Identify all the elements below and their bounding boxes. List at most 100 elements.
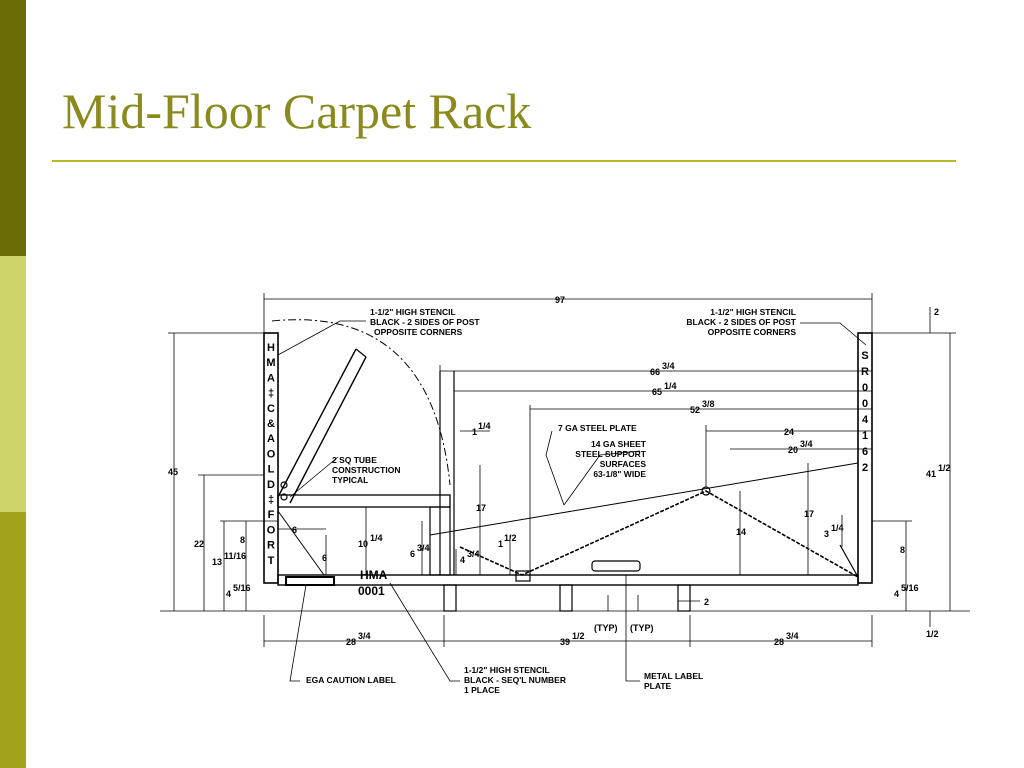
- dim-17a: 17: [476, 503, 486, 513]
- sheet-line4: 63-1/8" WIDE: [593, 469, 646, 479]
- leg-3: [677, 584, 691, 612]
- truss-foot: [515, 570, 531, 582]
- post-letter: R: [861, 366, 869, 378]
- dim-52: 52: [690, 405, 700, 415]
- dim-4q-frac: 3/4: [467, 549, 480, 559]
- leg-1: [443, 584, 457, 612]
- sheet-line3: SURFACES: [600, 459, 647, 469]
- side-bar-bottom: [0, 512, 26, 768]
- dim-3q: 3: [824, 529, 829, 539]
- dim-small-a: (TYP): [594, 623, 618, 633]
- post-letter: A: [267, 433, 275, 445]
- post-letter: H: [267, 342, 275, 354]
- dim-4r-frac: 5/16: [901, 583, 919, 593]
- ega-plate: [285, 576, 335, 586]
- dim-13: 13: [212, 557, 222, 567]
- stencil-right-line1: 1-1/2" HIGH STENCIL: [710, 307, 796, 317]
- post-letter: C: [267, 403, 275, 415]
- hma-code: HMA: [360, 568, 388, 582]
- rack-structure: [160, 319, 970, 612]
- post-letter: M: [266, 357, 275, 369]
- stencil-left-line3: OPPOSITE CORNERS: [374, 327, 463, 337]
- dimension-lines: [168, 293, 956, 647]
- dim-3q-frac: 1/4: [831, 523, 844, 533]
- dim-1h: 1: [498, 539, 503, 549]
- leader-lines: [277, 320, 867, 682]
- dim-bottom-left-frac: 3/4: [358, 631, 371, 641]
- post-letter: F: [268, 509, 275, 521]
- dim-6q-frac: 3/4: [417, 543, 430, 553]
- slide-title: Mid-Floor Carpet Rack: [62, 83, 532, 139]
- post-letter: 4: [862, 414, 869, 426]
- post-letter: ‡: [268, 494, 274, 506]
- tube-line2: CONSTRUCTION: [332, 465, 400, 475]
- seq-line3: 1 PLACE: [464, 685, 500, 695]
- dim-20: 20: [788, 445, 798, 455]
- dim-41: 41: [926, 469, 936, 479]
- sheet-line1: 14 GA SHEET: [591, 439, 647, 449]
- swing-arc: [271, 319, 451, 486]
- dim-97: 97: [555, 295, 565, 305]
- post-letter: ‡: [268, 388, 274, 400]
- dim-6q: 6: [410, 549, 415, 559]
- dim-small-b: (TYP): [630, 623, 654, 633]
- dim-8b: 8: [900, 545, 905, 555]
- dim-6b: 6: [322, 553, 327, 563]
- stencil-right-line3: OPPOSITE CORNERS: [708, 327, 797, 337]
- dim-bottom-mid-frac: 1/2: [572, 631, 585, 641]
- dim-65: 65: [652, 387, 662, 397]
- post-letter: 0: [862, 382, 868, 394]
- post-letter: 6: [862, 446, 868, 458]
- horizontal-arm: [277, 494, 451, 508]
- post-letter: T: [268, 555, 275, 567]
- side-bar-middle: [0, 256, 26, 512]
- dim-10-frac: 1/4: [370, 533, 383, 543]
- metal-line1: METAL LABEL: [644, 671, 703, 681]
- drawing-text: 97 1-1/2" HIGH STENCIL BLACK - 2 SIDES O…: [168, 295, 951, 695]
- hinge-pin: [280, 481, 288, 489]
- side-bar-top: [0, 0, 26, 256]
- dim-2-bot: 2: [704, 597, 709, 607]
- leg-2: [559, 584, 573, 612]
- tube-line1: 2 SQ TUBE: [332, 455, 377, 465]
- dim-14: 14: [736, 527, 746, 537]
- dim-4q: 4: [460, 555, 465, 565]
- tube-line3: TYPICAL: [332, 475, 368, 485]
- dim-1q: 1: [472, 427, 477, 437]
- dim-bottom-right-frac: 3/4: [786, 631, 799, 641]
- dim-10: 10: [358, 539, 368, 549]
- post-letter: 0: [862, 398, 868, 410]
- dim-24: 24: [784, 427, 794, 437]
- post-letter: D: [267, 479, 275, 491]
- support-truss: [459, 490, 859, 578]
- post-letter: &: [267, 418, 275, 430]
- dim-bottom-left: 28: [346, 637, 356, 647]
- post-letter: L: [268, 464, 275, 476]
- dim-52-frac: 3/8: [702, 399, 715, 409]
- dim-66-frac: 3/4: [662, 361, 675, 371]
- carpet-rack-drawing: 97 1-1/2" HIGH STENCIL BLACK - 2 SIDES O…: [160, 293, 970, 695]
- title-rule: [52, 160, 956, 162]
- dim-4l: 4: [226, 589, 231, 599]
- dim-13-frac: 11/16: [224, 551, 246, 561]
- post-letter: O: [267, 524, 276, 536]
- right-post: [857, 332, 873, 584]
- post-letter: R: [267, 540, 275, 552]
- dim-bottom-mid: 39: [560, 637, 570, 647]
- seq-line1: 1-1/2" HIGH STENCIL: [464, 665, 550, 675]
- stencil-left-line1: 1-1/2" HIGH STENCIL: [370, 307, 456, 317]
- dim-41-frac: 1/2: [938, 463, 951, 473]
- hinge-pin: [280, 493, 288, 501]
- metal-label-plate: [591, 560, 641, 572]
- post-letter: 2: [862, 462, 868, 474]
- dim-4r: 4: [894, 589, 899, 599]
- hma-number: 0001: [358, 584, 385, 598]
- stencil-right-line2: BLACK - 2 SIDES OF POST: [686, 317, 796, 327]
- post-letter: O: [267, 448, 276, 460]
- dim-bottom-right: 28: [774, 637, 784, 647]
- post-letter: A: [267, 372, 275, 384]
- dim-66: 66: [650, 367, 660, 377]
- dim-22: 22: [194, 539, 204, 549]
